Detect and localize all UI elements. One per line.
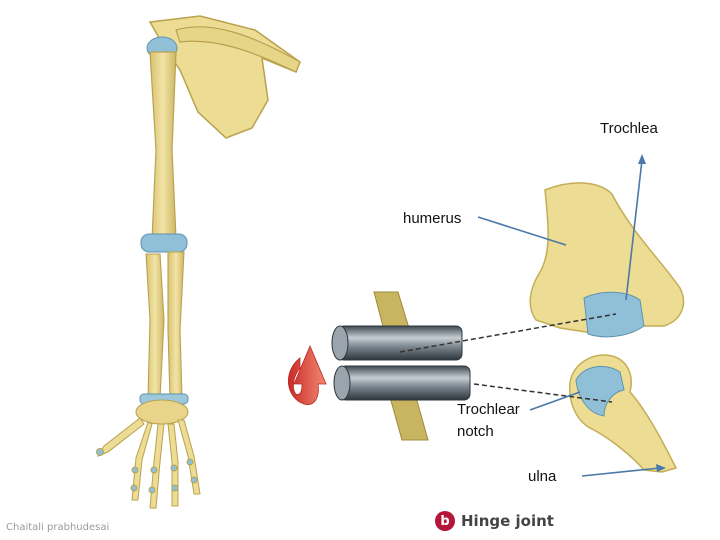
- ulna-closeup: [570, 355, 676, 472]
- humerus-arm: [150, 52, 176, 240]
- author-credit: Chaitali prabhudesai: [6, 522, 109, 533]
- radius-arm: [146, 254, 164, 398]
- figure-caption: b Hinge joint: [435, 511, 554, 531]
- trochlear-notch-label-line2: notch: [457, 421, 520, 443]
- hinge-cylinder-lower-end: [334, 366, 350, 400]
- leader-trochlea-arrowhead: [638, 154, 646, 164]
- hinge-cylinder-upper-end: [332, 326, 348, 360]
- ulna-label: ulna: [528, 466, 556, 488]
- hinge-cylinder-upper: [338, 326, 462, 360]
- caption-badge: b: [435, 511, 455, 531]
- hinge-model: [288, 292, 470, 440]
- arm-skeleton: [97, 16, 301, 508]
- humerus-closeup: [530, 183, 683, 337]
- elbow-cartilage: [141, 234, 187, 252]
- humerus-label: humerus: [403, 208, 461, 230]
- ulna-arm: [168, 252, 184, 398]
- trochlear-notch-label: Trochlear notch: [457, 399, 520, 443]
- leader-ulna: [582, 468, 660, 476]
- hand-bones: [97, 418, 201, 508]
- trochlea-label: Trochlea: [600, 118, 658, 140]
- caption-title: Hinge joint: [461, 512, 554, 530]
- trochlear-notch-label-line1: Trochlear: [457, 399, 520, 421]
- hinge-cylinder-lower: [340, 366, 470, 400]
- rotation-arrow-icon: [288, 346, 326, 405]
